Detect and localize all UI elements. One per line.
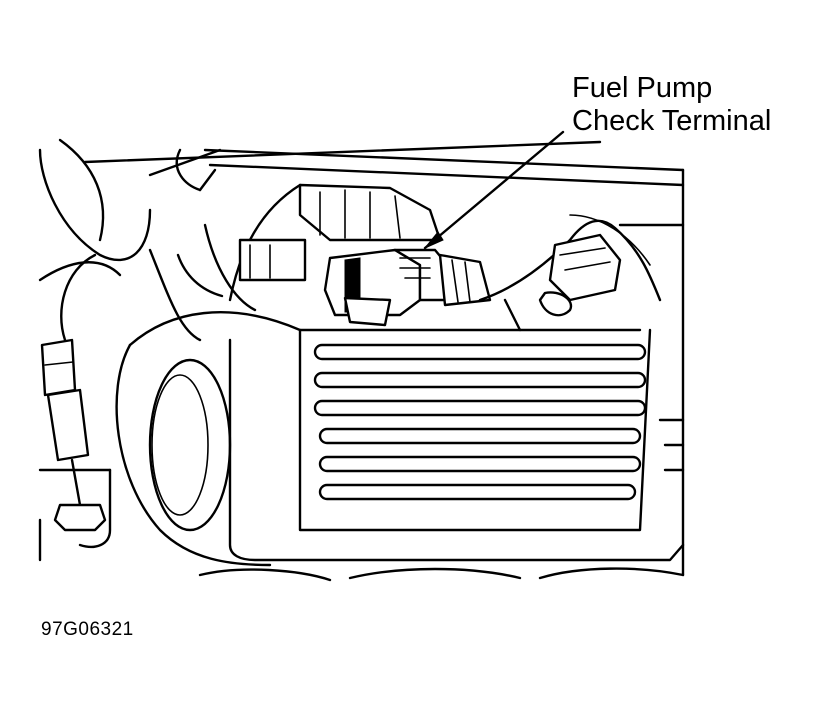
callout-arrow — [423, 130, 565, 250]
callout-label-line-2: Check Terminal — [572, 105, 772, 137]
cowl-panel — [83, 140, 685, 577]
intake-housing — [115, 311, 685, 582]
right-wiring — [478, 214, 662, 332]
figure-id: 97G06321 — [41, 619, 134, 640]
test-lead — [40, 253, 107, 532]
left-wire-loop — [176, 183, 302, 302]
housing-slots — [313, 343, 647, 501]
callout-label-line-1: Fuel Pump — [572, 72, 713, 104]
check-terminal-connector — [323, 248, 492, 327]
hose — [148, 223, 257, 342]
